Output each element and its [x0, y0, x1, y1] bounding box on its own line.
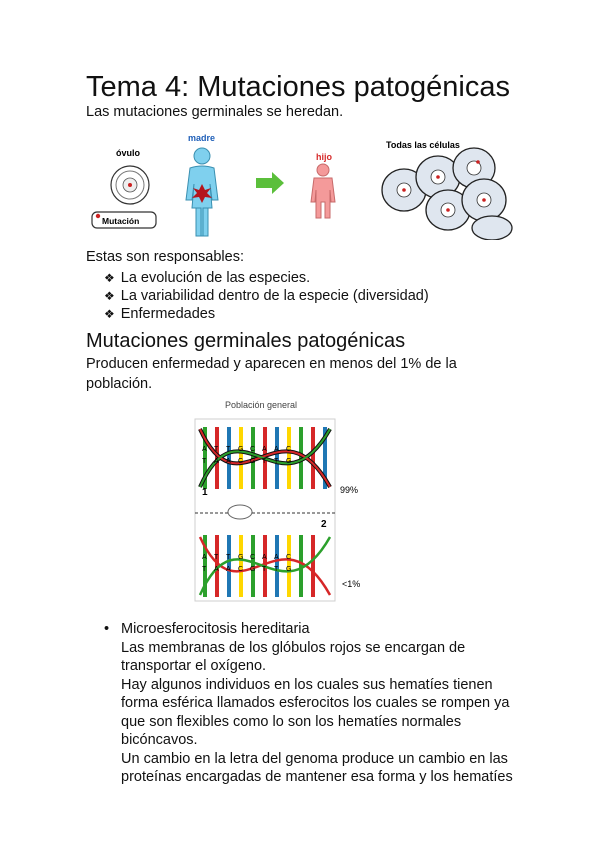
base-letter: C	[286, 446, 291, 453]
mutation-star-icon	[192, 184, 212, 203]
label-2: 2	[321, 519, 327, 530]
base-letter: G	[238, 446, 243, 453]
base-letter: C	[286, 554, 291, 561]
micro-paragraph-1: Las membranas de los glóbulos rojos se e…	[121, 639, 466, 675]
diamond-bullet-icon: ❖	[104, 307, 115, 321]
base-letter: T	[214, 446, 219, 453]
child-figure-icon	[310, 163, 336, 219]
bullet-item: ❖La evolución de las especies.	[104, 270, 311, 286]
base-letter: C	[238, 566, 243, 573]
base-letter: C	[250, 446, 255, 453]
base-letter: C	[250, 554, 255, 561]
base-letter: T	[214, 554, 219, 561]
micro-paragraph-2: Hay algunos individuos en los cuales sus…	[121, 676, 510, 749]
base-letter: A	[262, 446, 267, 453]
microesferocitosis-block: • Microesferocitosis hereditaria Las mem…	[104, 620, 524, 787]
base-letter: A	[226, 458, 231, 465]
hijo-label: hijo	[316, 152, 332, 162]
base-letter: G	[286, 566, 291, 573]
base-letter: G	[238, 554, 243, 561]
label-1: 1	[202, 487, 208, 498]
base-letter: A	[262, 554, 267, 561]
section-heading: Mutaciones germinales patogénicas	[86, 330, 406, 352]
base-letter: A	[214, 458, 219, 465]
mutacion-label: Mutación	[102, 216, 139, 226]
page-title: Tema 4: Mutaciones patogénicas	[86, 71, 510, 103]
bullet-dot-icon: •	[104, 621, 110, 637]
bullet-item: ❖Enfermedades	[104, 306, 216, 322]
intro-text: Las mutaciones germinales se heredan.	[86, 104, 344, 120]
base-letter: A	[274, 446, 279, 453]
responsables-text: Estas son responsables:	[86, 249, 244, 265]
mutation-legend: Mutación	[91, 211, 157, 229]
germline-inheritance-figure: óvulo Mutación madre hijo Todas las célu…	[91, 133, 513, 240]
base-letter: T	[274, 458, 279, 465]
base-letter: T	[226, 554, 231, 561]
cells-icon	[381, 147, 513, 240]
section-paragraph: Producen enfermedad y aparecen en menos …	[86, 356, 457, 392]
base-letter: C	[238, 458, 243, 465]
bullet-item: ❖La variabilidad dentro de la especie (d…	[104, 288, 429, 304]
base-letter: T	[202, 458, 207, 465]
base-letter: A	[274, 554, 279, 561]
base-letter: A	[226, 566, 231, 573]
base-letter: A	[202, 446, 207, 453]
ovum-icon	[110, 165, 150, 205]
base-letter: A	[202, 554, 207, 561]
base-letter: T	[262, 566, 267, 573]
figure2-title: Población general	[225, 400, 297, 410]
base-letter: G	[250, 566, 255, 573]
todas-label: Todas las células	[386, 140, 460, 150]
ovulo-label: óvulo	[116, 148, 141, 158]
base-letter: A	[214, 566, 219, 573]
base-letter: G	[286, 458, 291, 465]
arrow-icon	[256, 172, 284, 194]
madre-label: madre	[188, 133, 215, 143]
base-letter: T	[274, 566, 279, 573]
diamond-bullet-icon: ❖	[104, 271, 115, 285]
pct-bottom: <1%	[342, 579, 360, 589]
pct-top: 99%	[340, 485, 358, 495]
base-letter: T	[226, 446, 231, 453]
micro-heading: Microesferocitosis hereditaria	[121, 621, 310, 637]
base-letter: G	[250, 458, 255, 465]
base-letter: T	[262, 458, 267, 465]
base-letter: T	[202, 566, 207, 573]
diamond-bullet-icon: ❖	[104, 289, 115, 303]
micro-paragraph-3: Un cambio en la letra del genoma produce…	[121, 750, 513, 786]
